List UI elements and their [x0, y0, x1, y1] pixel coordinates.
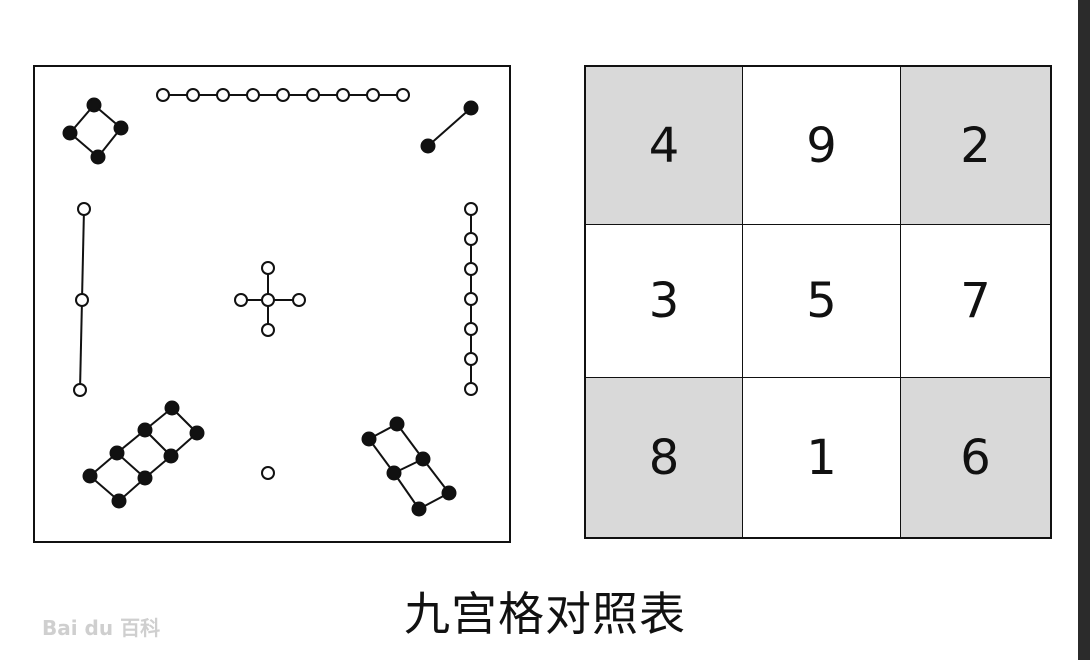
luoshu-dot-se: [441, 485, 457, 501]
luoshu-dot-w: [77, 202, 91, 216]
baidu-watermark: Bai du 百科: [42, 616, 161, 640]
luoshu-dot-n: [216, 88, 230, 102]
luoshu-dot-nw: [86, 97, 102, 113]
luoshu-dot-n: [186, 88, 200, 102]
luoshu-dot-sw: [164, 400, 180, 416]
luoshu-dot-e: [464, 232, 478, 246]
grid-cell-top-center: 9: [743, 67, 901, 225]
grid-cell-middle-left: 3: [586, 225, 743, 378]
diagram-caption: 九宫格对照表: [404, 587, 686, 641]
grid-cell-bottom-center: 1: [743, 378, 901, 537]
luoshu-dot-n: [156, 88, 170, 102]
luoshu-dot-se: [386, 465, 402, 481]
west-link: [81, 208, 85, 301]
luoshu-dot-nw: [113, 120, 129, 136]
west-link: [79, 299, 83, 391]
grid-cell-bottom-left: 8: [586, 378, 743, 537]
luoshu-dot-center: [261, 293, 275, 307]
luoshu-dot-center: [234, 293, 248, 307]
luoshu-dot-se: [411, 501, 427, 517]
luoshu-dot-diagram: [33, 65, 511, 543]
grid-cell-top-right: 2: [901, 67, 1050, 225]
luoshu-dot-sw: [163, 448, 179, 464]
luoshu-dot-e: [464, 262, 478, 276]
luoshu-dot-e: [464, 322, 478, 336]
luoshu-dot-nw: [90, 149, 106, 165]
luoshu-dot-center: [261, 261, 275, 275]
luoshu-dot-n: [336, 88, 350, 102]
luoshu-dot-sw: [137, 422, 153, 438]
luoshu-dot-sw: [189, 425, 205, 441]
luoshu-dot-sw: [137, 470, 153, 486]
luoshu-dot-sw: [111, 493, 127, 509]
luoshu-dot-w: [75, 293, 89, 307]
northeast-link: [427, 107, 472, 147]
grid-cell-top-left: 4: [586, 67, 743, 225]
luoshu-dot-se: [389, 416, 405, 432]
luoshu-dot-n: [276, 88, 290, 102]
luoshu-dot-e: [464, 382, 478, 396]
luoshu-dot-n: [366, 88, 380, 102]
luoshu-dot-s: [261, 466, 275, 480]
grid-cell-middle-right: 7: [901, 225, 1050, 378]
luoshu-dot-se: [415, 451, 431, 467]
window-edge-bar: [1078, 0, 1090, 660]
luoshu-dot-nw: [62, 125, 78, 141]
luoshu-dot-ne: [463, 100, 479, 116]
luoshu-dots-canvas: [62, 88, 479, 517]
grid-cell-bottom-right: 6: [901, 378, 1050, 537]
luoshu-dot-n: [246, 88, 260, 102]
luoshu-dot-w: [73, 383, 87, 397]
grid-cell-middle-center: 5: [743, 225, 901, 378]
luoshu-dot-sw: [82, 468, 98, 484]
luoshu-dot-e: [464, 352, 478, 366]
luoshu-dot-ne: [420, 138, 436, 154]
luoshu-dot-sw: [109, 445, 125, 461]
nine-palace-grid: 4 9 2 3 5 7 8 1 6: [584, 65, 1052, 539]
luoshu-dot-e: [464, 292, 478, 306]
luoshu-dot-n: [306, 88, 320, 102]
luoshu-dot-center: [261, 323, 275, 337]
luoshu-dot-n: [396, 88, 410, 102]
luoshu-dot-se: [361, 431, 377, 447]
luoshu-dot-center: [292, 293, 306, 307]
luoshu-dot-e: [464, 202, 478, 216]
